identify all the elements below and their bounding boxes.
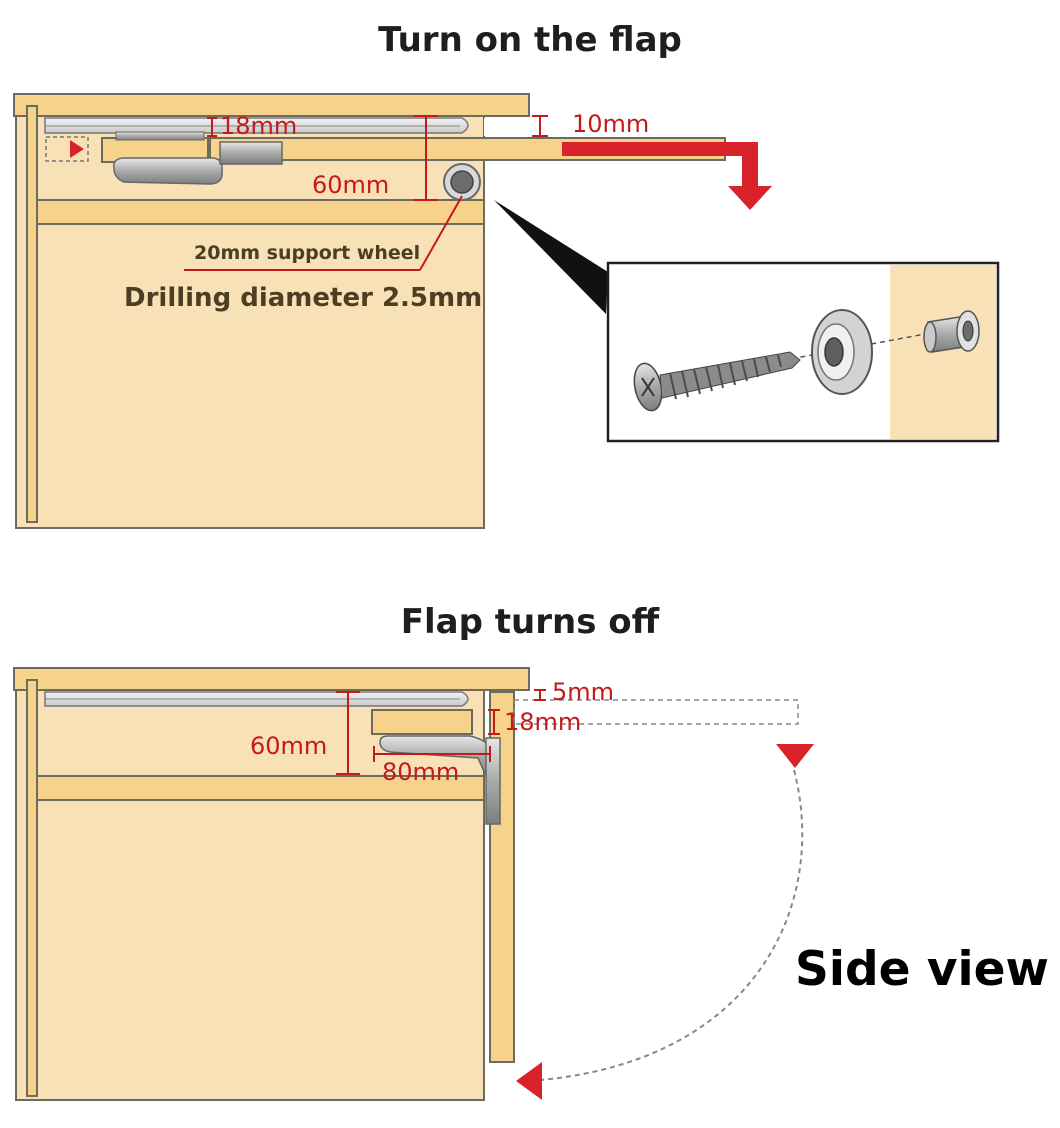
- top-diagram-title: Turn on the flap: [378, 20, 682, 60]
- top-cabinet-shelf: [36, 199, 485, 225]
- bottom-cabinet-side-panel: [26, 679, 38, 1097]
- support-wheel-icon: [443, 163, 481, 201]
- bottom-cabinet: [13, 667, 530, 1101]
- top-slide-rail: [44, 117, 469, 134]
- bottom-diagram-title: Flap turns off: [400, 602, 660, 642]
- bottom-depth-dimension: 60mm: [250, 732, 327, 760]
- top-cabinet: [13, 93, 530, 529]
- callout-pointer: [494, 200, 608, 314]
- top-dimension-lines: [207, 115, 548, 201]
- bottom-offset-dimension: 80mm: [382, 758, 459, 786]
- top-cabinet-side-panel: [26, 105, 38, 523]
- drilling-diameter-label: Drilling diameter 2.5mm: [124, 283, 482, 313]
- bottom-thickness-dimension: 18mm: [504, 708, 581, 736]
- bottom-cabinet-top-panel: [13, 667, 530, 691]
- detail-inset: [606, 261, 1000, 443]
- screw-icon: [633, 351, 801, 412]
- top-depth-dimension: 60mm: [312, 171, 389, 199]
- bottom-cabinet-shelf: [36, 775, 485, 801]
- arc-start-arrow-icon: [776, 744, 814, 768]
- top-hinge-mechanism: [101, 131, 283, 185]
- arc-end-arrow-icon: [516, 1062, 542, 1100]
- side-view-label: Side view: [795, 942, 1049, 997]
- sleeve-bushing-icon: [923, 310, 980, 353]
- bottom-gap-dimension: 5mm: [552, 678, 614, 706]
- top-cabinet-top-panel: [13, 93, 530, 117]
- swing-path-arc: [516, 744, 814, 1100]
- flap-open-arrow-icon: [562, 142, 772, 210]
- support-wheel-label: 20mm support wheel: [194, 242, 420, 264]
- push-direction-marker: [45, 136, 89, 162]
- top-thickness-dimension: 18mm: [220, 112, 297, 140]
- open-flap-ghost-outline: [513, 699, 799, 725]
- support-wheel-leader-line: [184, 195, 463, 271]
- bearing-wheel-icon: [811, 309, 873, 395]
- bottom-slide-rail: [44, 691, 469, 707]
- bottom-dimension-lines: [336, 689, 546, 775]
- top-gap-dimension: 10mm: [572, 110, 649, 138]
